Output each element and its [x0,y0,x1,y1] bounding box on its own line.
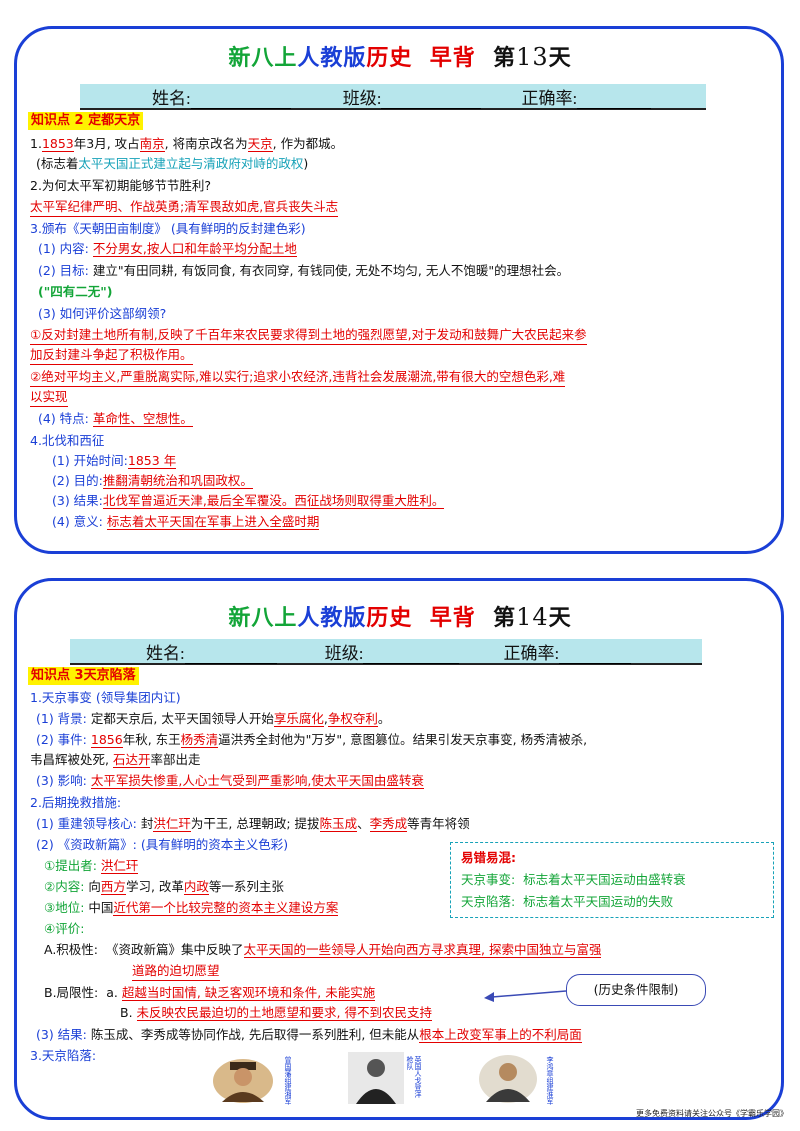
portrait-image [213,1059,273,1103]
class-label: 班级: [324,643,364,663]
section-heading: 1.天京事变 (领导集团内讧) [30,690,181,705]
accuracy-blank[interactable] [559,647,632,664]
line: (4) 意义: 标志着太平天国在军事上进入全盛时期 [52,514,320,530]
answer-line: 道路的迫切愿望 [132,962,220,981]
tip-title: 易错易混: [461,850,516,865]
answer-line: 加反封建斗争起了积极作用。 [30,346,193,365]
line: (2) 《资政新篇》: (具有鲜明的资本主义色彩) [36,837,289,852]
portrait-image [348,1052,404,1104]
day14-title: 新八上人教版历史 早背 第14天 [228,603,572,631]
answer-line: ①反对封建土地所有制,反映了千百年来农民要求得到土地的强烈愿望,对于发动和鼓舞广… [30,326,587,345]
line: ②内容: 向西方学习, 改革内政等一系列主张 [44,879,284,895]
line: B. 未反映农民最迫切的土地愿望和要求, 得不到农民支持 [120,1005,432,1021]
line: ③地位: 中国近代第一个比较完整的资本主义建设方案 [44,900,339,916]
accuracy-blank[interactable] [577,92,652,109]
tip-box: 易错易混: 天京事变: 标志着太平天国运动由盛转衰 天京陷落: 标志着太平天国运… [450,842,774,918]
section-heading: 3.天京陷落: [30,1048,97,1063]
line: (3) 影响: 太平军损失惨重,人心士气受到严重影响,使太平天国由盛转衰 [36,773,424,789]
line: (1) 重建领导核心: 封洪仁玕为干王, 总理朝政; 提拔陈玉成、李秀成等青年将… [36,816,470,832]
name-label: 姓名: [152,88,191,108]
line: (3) 结果:北伐军曾逼近天津,最后全军覆没。西征战场则取得重大胜利。 [52,493,445,509]
portrait-caption: 李鸿章组建淮军 [546,1056,554,1105]
callout-bubble: (历史条件限制) [566,974,706,1006]
footer-note: 更多免费资料请关注公众号《学霸乐学园》 [636,1109,788,1118]
name-label: 姓名: [146,643,185,663]
line: (标志着太平天国正式建立起与清政府对峙的政权) [36,156,309,171]
line: ①提出者: 洪仁玕 [44,858,139,874]
line: 1.1853年3月, 攻占南京, 将南京改名为天京, 作为都城。 [30,136,344,152]
answer-line: 太平军纪律严明、作战英勇;清军畏敌如虎,官兵丧失斗志 [30,198,339,217]
knowledge-point-heading: 知识点 2 定都天京 [28,112,144,130]
class-blank[interactable] [381,92,482,109]
day14-name-bar: 姓名: 班级: 正确率: [70,639,702,665]
answer-line: ②绝对平均主义,严重脱离实际,难以实行;追求小农经济,违背社会发展潮流,带有很大… [30,368,566,387]
portrait-caption: 曾国藩组建湘军 [284,1056,292,1105]
section-heading: 4.北伐和西征 [30,433,105,448]
worksheet-card-day14 [14,578,784,1120]
question-heading: 2.为何太平军初期能够节节胜利? [30,178,212,193]
tip-row: 天京事变: 标志着太平天国运动由盛转衰 [461,872,686,887]
line: (2) 目的:推翻清朝统治和巩固政权。 [52,473,253,489]
name-blank[interactable] [184,647,277,664]
line: (3) 结果: 陈玉成、李秀成等协同作战, 先后取得一系列胜利, 但未能从根本上… [36,1027,582,1043]
line: (2) 目标: 建立"有田同耕, 有饭同食, 有衣同穿, 有钱同使, 无处不均匀… [38,263,570,278]
line: (1) 背景: 定都天京后, 太平天国领导人开始享乐腐化,争权夺利。 [36,711,391,727]
portrait-image [479,1055,537,1103]
accuracy-label: 正确率: [521,88,578,108]
tip-row: 天京陷落: 标志着太平天国运动的失败 [461,894,674,909]
line: (1) 开始时间:1853 年 [52,453,177,469]
line: (1) 内容: 不分男女,按人口和年龄平均分配土地 [38,241,297,257]
arrow-icon [484,990,567,1002]
line: 韦昌辉被处死, 石达开率部出走 [30,752,201,768]
class-label: 班级: [342,88,382,108]
knowledge-point-heading: 知识点 3天京陷落 [28,667,139,685]
line: (2) 事件: 1856年秋, 东王杨秀清逼洪秀全封他为"万岁", 意图篡位。结… [36,732,588,748]
accuracy-label: 正确率: [503,643,560,663]
answer-line: 以实现 [30,388,68,407]
line: A.积极性: 《资政新篇》集中反映了太平天国的一些领导人开始向西方寻求真理, 探… [44,942,602,958]
section-heading: 2.后期挽救措施: [30,795,122,810]
day13-title: 新八上人教版历史 早背 第13天 [228,43,572,71]
day13-name-bar: 姓名: 班级: 正确率: [80,84,706,110]
section-heading: 3.颁布《天朝田亩制度》 (具有鲜明的反封建色彩) [30,221,306,236]
name-blank[interactable] [190,92,291,109]
line: B.局限性: a. 超越当时国情, 缺乏客观环境和条件, 未能实施 [44,985,376,1001]
line: ("四有二无") [38,284,113,299]
line: ④评价: [44,921,85,936]
line: (4) 特点: 革命性、空想性。 [38,411,193,427]
class-blank[interactable] [363,647,460,664]
question-heading: (3) 如何评价这部纲领? [38,306,167,321]
portrait-caption: 英国人戈登洋枪队 [406,1056,422,1098]
